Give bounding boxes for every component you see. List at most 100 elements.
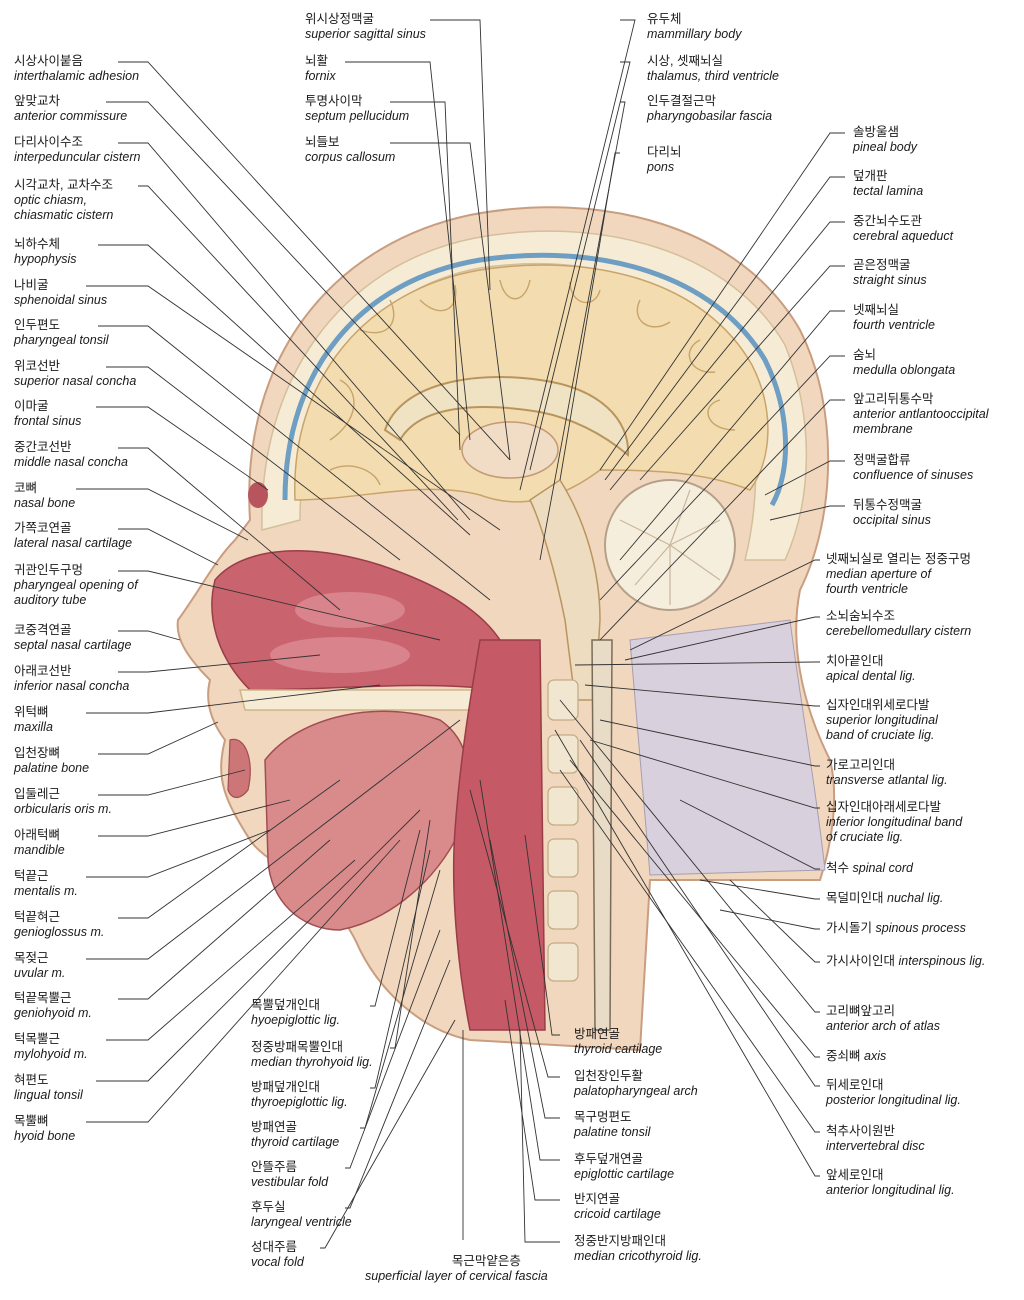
label-ko: 턱끝근: [14, 869, 49, 883]
label-en: mammillary body: [647, 27, 742, 41]
label-en: occipital sinus: [853, 513, 931, 527]
label-en: apical dental lig.: [826, 669, 916, 683]
label-en: inferior longitudinal band: [826, 815, 963, 829]
label-en: genioglossus m.: [14, 925, 105, 939]
label-ko: 코중격연골: [14, 623, 72, 637]
label-spinous-process: 가시돌기 spinous process: [826, 921, 966, 936]
label-en-2: fourth ventricle: [826, 582, 908, 596]
label-ko: 앞고리뒤통수막: [853, 392, 934, 406]
label-axis: 중쇠뼈 axis: [826, 1049, 886, 1064]
label-en: superior sagittal sinus: [305, 27, 426, 41]
label-en: mandible: [14, 843, 65, 857]
label-ko: 가시돌기: [826, 921, 873, 935]
label-ko: 가로고리인대: [826, 758, 896, 772]
label-ko: 아래코선반: [14, 664, 72, 678]
label-en: pharyngobasilar fascia: [647, 109, 773, 123]
label-en: median cricothyroid lig.: [574, 1249, 702, 1263]
label-en: cerebellomedullary cistern: [826, 624, 972, 638]
label-ko: 앞세로인대: [826, 1168, 884, 1182]
label-ko: 앞맞교차: [14, 94, 61, 108]
label-ko: 다리사이수조: [14, 135, 84, 149]
label-ko: 인두결절근막: [647, 94, 717, 108]
label-en: optic chiasm,: [14, 193, 87, 207]
label-ko: 십자인대위세로다발: [826, 698, 930, 712]
label-en: intervertebral disc: [826, 1139, 925, 1153]
label-ko: 혀편도: [14, 1073, 49, 1087]
label-en: thyroid cartilage: [574, 1042, 663, 1056]
thalamus: [461, 421, 559, 479]
label-en: maxilla: [14, 720, 53, 734]
label-en: palatine bone: [14, 761, 90, 775]
label-en: median thyrohyoid lig.: [251, 1055, 373, 1069]
label-en: lateral nasal cartilage: [14, 536, 133, 550]
label-ko: 시각교차, 교차수조: [14, 178, 113, 192]
label-en: thyroid cartilage: [251, 1135, 340, 1149]
label-ko: 고리뼈앞고리: [826, 1004, 896, 1018]
label-ko: 이마굴: [14, 399, 49, 413]
label-en: fourth ventricle: [853, 318, 935, 332]
label-en: palatine tonsil: [574, 1125, 651, 1139]
label-ko: 위턱뼈: [14, 705, 49, 719]
label-en-2: auditory tube: [14, 593, 87, 607]
label-en-2: of cruciate lig.: [826, 830, 904, 844]
label-ko: 나비굴: [14, 278, 49, 292]
label-en: geniohyoid m.: [14, 1006, 92, 1020]
label-en: hyoepiglottic lig.: [251, 1013, 340, 1027]
label-ko: 투명사이막: [305, 94, 363, 108]
label-ko: 후두덮개연골: [574, 1152, 644, 1166]
label-en: mentalis m.: [14, 884, 78, 898]
label-ko: 위시상정맥굴: [305, 12, 375, 26]
label-en-2: chiasmatic cistern: [14, 208, 114, 222]
label-en: pharyngeal tonsil: [14, 333, 109, 347]
label-en: median aperture of: [826, 567, 931, 581]
label-ko: 곧은정맥굴: [853, 258, 911, 272]
label-ko: 귀관인두구멍: [14, 563, 84, 577]
label-ko: 중쇠뼈: [826, 1049, 861, 1063]
label-ko: 턱목뿔근: [14, 1032, 61, 1046]
label-en: thyroepiglottic lig.: [251, 1095, 348, 1109]
label-en: vestibular fold: [251, 1175, 329, 1189]
label-en: pineal body: [853, 140, 917, 154]
label-spinal-cord: 척수 spinal cord: [826, 861, 913, 876]
label-en: hyoid bone: [14, 1129, 76, 1143]
label-ko: 덮개판: [853, 169, 888, 183]
label-ko: 시상, 셋째뇌실: [647, 54, 723, 68]
label-en: superior longitudinal: [826, 713, 938, 727]
label-en: posterior longitudinal lig.: [826, 1093, 961, 1107]
label-en: interthalamic adhesion: [14, 69, 140, 83]
label-en: anterior arch of atlas: [826, 1019, 940, 1033]
label-en: uvular m.: [14, 966, 66, 980]
label-en: anterior antlantooccipital: [853, 407, 989, 421]
label-ko: 코뼈: [14, 481, 38, 495]
